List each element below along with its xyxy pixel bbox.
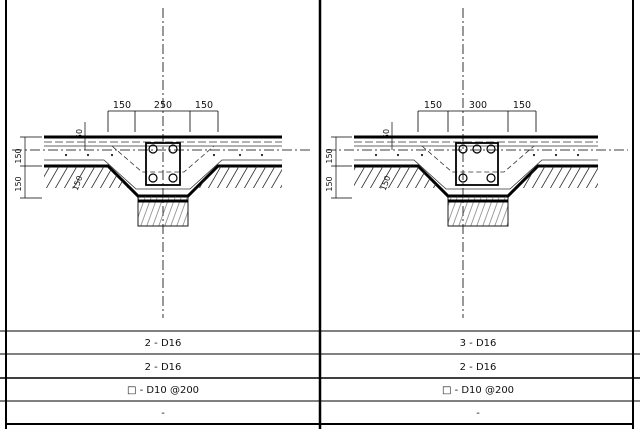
- top-bars-cell: 3 - D16: [460, 338, 497, 349]
- stirrup-cell: □ - D10 @200: [127, 385, 199, 396]
- hatch-left: [354, 166, 440, 188]
- schedule-table-lines: [0, 330, 640, 402]
- extra-cell: -: [476, 408, 480, 419]
- slab-rebar: [44, 141, 282, 190]
- dim-top-left: 150: [424, 100, 442, 111]
- top-dimension-chain: [417, 110, 537, 132]
- dim-slab-thickness: 50: [75, 129, 84, 139]
- dim-top-right: 150: [195, 100, 213, 111]
- dim-top-right: 150: [513, 100, 531, 111]
- dim-top-center: 300: [469, 100, 487, 111]
- dim-left-upper: 150: [14, 148, 23, 163]
- bottom-bars-cell: 2 - D16: [460, 362, 497, 373]
- left-dimension-lines: [331, 136, 352, 199]
- slab-rebar-dots: [64, 153, 264, 157]
- left-dimension-lines: [20, 136, 42, 199]
- dim-left-lower: 150: [325, 176, 334, 191]
- extra-cell: -: [161, 408, 165, 419]
- slab-rebar-dots: [374, 153, 580, 157]
- slab-rebar: [354, 141, 598, 190]
- dim-slab-thickness: 50: [382, 129, 391, 139]
- top-dimension-chain: [107, 110, 219, 132]
- stirrup-cell: □ - D10 @200: [442, 385, 514, 396]
- beam-stirrup: [455, 142, 499, 186]
- schedule-table-panel-2: 3 - D16 2 - D16 □ - D10 @200 -: [442, 338, 514, 419]
- top-bars-cell: 2 - D16: [145, 338, 182, 349]
- beam-stirrup: [145, 142, 181, 186]
- schedule-table-panel-1: 2 - D16 2 - D16 □ - D10 @200 -: [127, 338, 199, 419]
- dim-top-center: 250: [154, 100, 172, 111]
- dim-left-lower: 150: [14, 176, 23, 191]
- bottom-bars-cell: 2 - D16: [145, 362, 182, 373]
- section-panel-2: 150 300 150 50 150 150 150: [325, 8, 628, 318]
- dim-top-left: 150: [113, 100, 131, 111]
- hatch-right: [196, 166, 282, 188]
- beam-main-bars: [458, 144, 496, 183]
- section-panel-1: 150 250 150 50 150 150 150: [12, 8, 312, 318]
- hatch-left: [44, 166, 130, 188]
- dim-left-upper: 150: [325, 148, 334, 163]
- hatch-right: [516, 166, 598, 188]
- beam-main-bars: [148, 144, 178, 183]
